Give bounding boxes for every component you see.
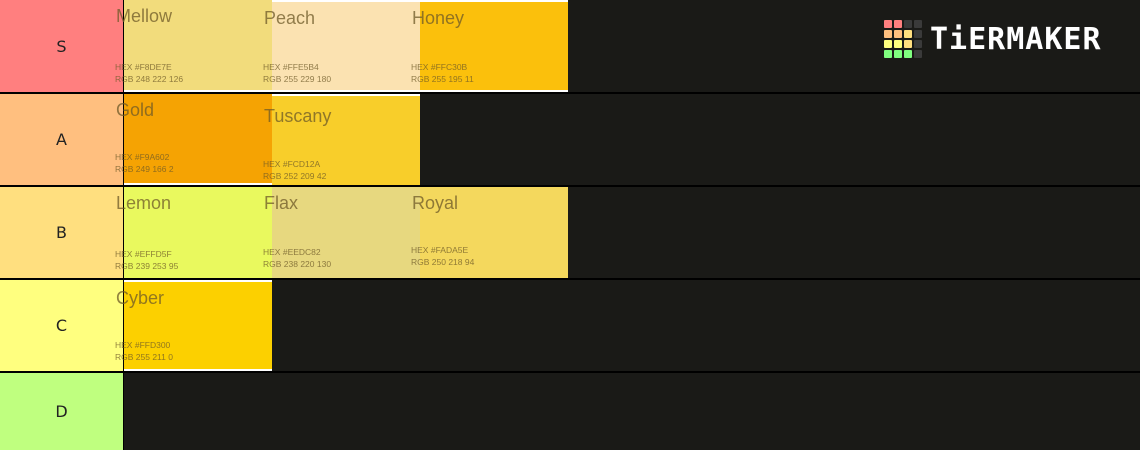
tier-items-d[interactable] (124, 373, 1140, 450)
item-rgb: RGB 239 253 95 (115, 261, 179, 271)
item-rgb: RGB 255 195 11 (411, 74, 474, 84)
tier-label-a[interactable]: A (0, 94, 124, 185)
logo-grid-cell (904, 40, 912, 48)
item-hex: HEX #F9A602 (115, 152, 170, 162)
logo-grid-cell (914, 50, 922, 58)
tier-item-card[interactable]: Flax HEX #EEDC82 RGB 238 220 130 (263, 187, 420, 278)
logo-text: TiERMAKER (930, 21, 1102, 57)
item-hex: HEX #FCD12A (263, 159, 321, 169)
item-name: Cyber (116, 288, 165, 308)
tier-item-card[interactable]: Tuscany HEX #FCD12A RGB 252 209 42 (263, 94, 420, 185)
tier-label-text: D (55, 402, 68, 421)
logo-grid-cell (914, 40, 922, 48)
tier-items-b[interactable]: Lemon HEX #EFFD5F RGB 239 253 95 Flax HE… (115, 187, 1140, 278)
item-hex: HEX #EFFD5F (115, 249, 172, 259)
logo-grid-cell (894, 50, 902, 58)
logo-grid-cell (884, 50, 892, 58)
tiermaker-logo: TiERMAKER (884, 20, 1102, 58)
tier-items-a[interactable]: Gold HEX #F9A602 RGB 249 166 2 Tuscany H… (115, 94, 1140, 185)
tier-label-text: B (56, 223, 67, 242)
tier-item-card[interactable]: Cyber HEX #FFD300 RGB 255 211 0 (115, 280, 272, 371)
item-rgb: RGB 249 166 2 (115, 164, 174, 174)
item-name: Tuscany (264, 106, 332, 126)
logo-grid-cell (914, 20, 922, 28)
tier-row-a: A Gold HEX #F9A602 RGB 249 166 2 Tuscany… (0, 94, 1140, 185)
tier-item-card[interactable]: Peach HEX #FFE5B4 RGB 255 229 180 (263, 0, 420, 92)
tier-label-s[interactable]: S (0, 0, 124, 92)
tier-label-text: A (56, 130, 67, 149)
tier-label-text: C (55, 316, 68, 335)
logo-grid-cell (894, 30, 902, 38)
item-hex: HEX #FFD300 (115, 340, 171, 350)
item-name: Gold (116, 100, 155, 120)
logo-grid-cell (894, 20, 902, 28)
logo-grid-cell (884, 20, 892, 28)
item-rgb: RGB 255 211 0 (115, 352, 173, 362)
logo-grid-cell (884, 40, 892, 48)
logo-grid-cell (904, 20, 912, 28)
tier-row-c: C Cyber HEX #FFD300 RGB 255 211 0 (0, 280, 1140, 371)
item-hex: HEX #FFC30B (411, 62, 468, 72)
logo-grid-cell (904, 30, 912, 38)
item-hex: HEX #EEDC82 (263, 247, 321, 257)
tier-label-b[interactable]: B (0, 187, 124, 278)
tier-items-s[interactable]: Mellow HEX #F8DE7E RGB 248 222 126 Peach… (115, 0, 1140, 92)
logo-grid-icon (884, 20, 922, 58)
item-name: Flax (264, 193, 299, 213)
tier-row-d: D (0, 373, 1140, 450)
logo-grid-cell (904, 50, 912, 58)
item-name: Honey (412, 8, 465, 28)
item-rgb: RGB 250 218 94 (411, 257, 475, 267)
logo-grid-cell (884, 30, 892, 38)
item-rgb: RGB 238 220 130 (263, 259, 332, 269)
logo-grid-cell (894, 40, 902, 48)
tier-label-c[interactable]: C (0, 280, 124, 371)
tier-item-card[interactable]: Royal HEX #FADA5E RGB 250 218 94 (411, 187, 568, 278)
tier-row-b: B Lemon HEX #EFFD5F RGB 239 253 95 Flax … (0, 187, 1140, 278)
logo-grid-cell (914, 30, 922, 38)
tier-items-c[interactable]: Cyber HEX #FFD300 RGB 255 211 0 (115, 280, 1140, 371)
item-name: Lemon (116, 193, 172, 213)
item-rgb: RGB 252 209 42 (263, 171, 327, 181)
item-hex: HEX #FADA5E (411, 245, 469, 255)
item-name: Mellow (116, 6, 173, 26)
tier-row-s: S Mellow HEX #F8DE7E RGB 248 222 126 Pea… (0, 0, 1140, 92)
item-rgb: RGB 248 222 126 (115, 74, 184, 84)
item-hex: HEX #FFE5B4 (263, 62, 319, 72)
tier-item-card[interactable]: Gold HEX #F9A602 RGB 249 166 2 (115, 94, 272, 185)
tier-item-card[interactable]: Lemon HEX #EFFD5F RGB 239 253 95 (115, 187, 272, 278)
item-rgb: RGB 255 229 180 (263, 74, 332, 84)
item-name: Royal (412, 193, 459, 213)
tier-item-card[interactable]: Mellow HEX #F8DE7E RGB 248 222 126 (115, 0, 272, 92)
tier-item-card[interactable]: Honey HEX #FFC30B RGB 255 195 11 (411, 0, 568, 92)
item-name: Peach (264, 8, 316, 28)
item-hex: HEX #F8DE7E (115, 62, 172, 72)
tier-label-text: S (56, 36, 67, 56)
tier-label-d[interactable]: D (0, 373, 124, 450)
